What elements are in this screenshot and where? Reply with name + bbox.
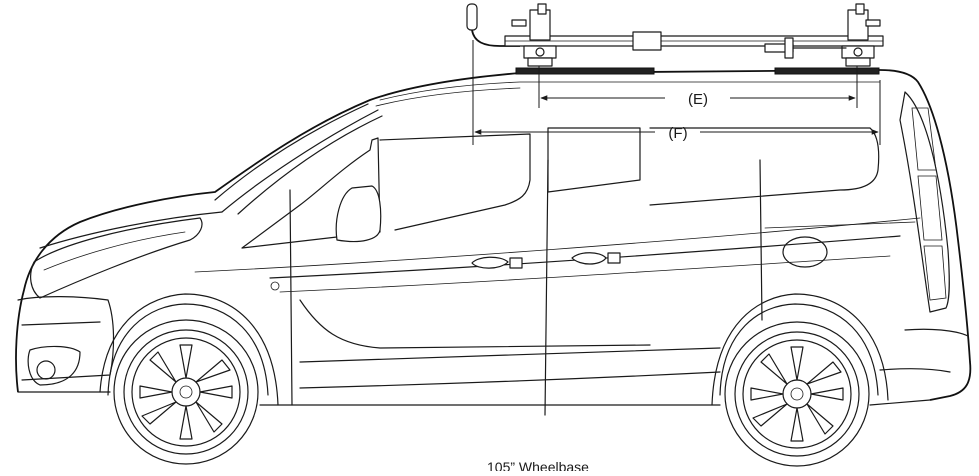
front-wheel [99,293,279,465]
rear-wheel [711,293,889,467]
rear-rack-leg [774,3,881,75]
wheelbase-label: 105” Wheelbase [487,459,589,471]
van-body [15,69,972,416]
dimension-e-label: (E) [688,91,708,108]
front-rack-leg [511,3,655,75]
dimension-f-label: (F) [668,125,687,142]
dimension-lines [472,40,881,145]
roof-rack [466,3,884,75]
